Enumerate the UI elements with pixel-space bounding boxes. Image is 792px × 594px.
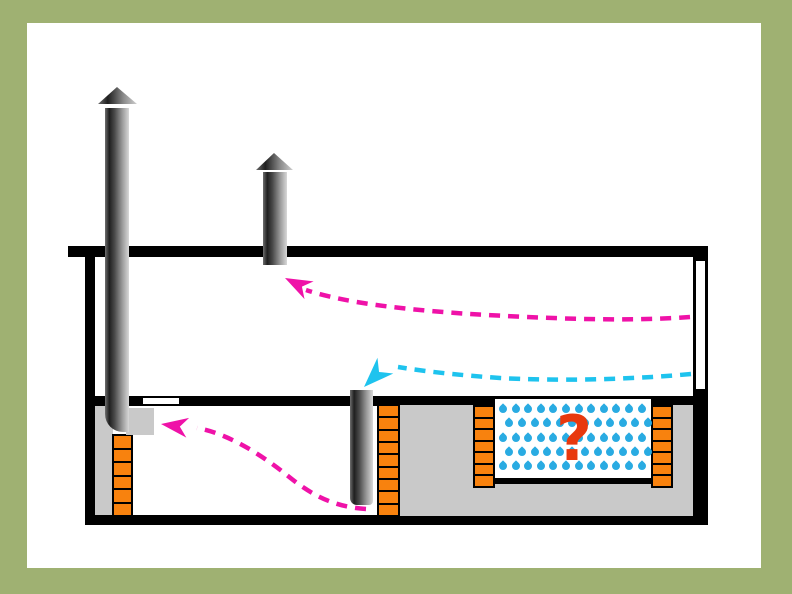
brick [475,453,493,463]
brick [114,449,131,461]
water-droplet-icon [623,431,635,444]
brick [653,430,671,440]
water-droplet-icon [516,417,528,429]
brick [379,504,398,515]
brick [475,464,493,475]
duct-side-brick-column [377,404,400,517]
water-droplet-icon [535,460,547,472]
roof-vent-pipe [263,172,287,265]
water-droplet-icon [497,460,509,472]
moisture-bed-floor-line [491,478,655,484]
water-droplet-icon [610,431,623,444]
water-droplet-icon [509,403,522,415]
water-droplet-icon [623,460,635,472]
brick [114,490,131,502]
brick [653,453,671,463]
water-droplet-icon [497,431,509,444]
water-droplet-icon [535,403,547,415]
water-droplet-icon [522,403,534,415]
water-droplet-icon [635,403,648,415]
water-droplet-icon [623,403,635,415]
moisture-bed-left-brick-column [473,405,495,488]
brick [379,418,398,429]
moisture-bed-right-brick-column [651,405,673,488]
basement-duct-pipe [350,390,373,505]
water-droplet-icon [617,417,629,429]
brick [379,455,398,466]
basement-floor-line [85,515,708,525]
water-droplet-icon [629,446,641,458]
brick [379,479,398,491]
water-droplet-icon [503,417,515,429]
water-droplet-icon [516,446,528,458]
brick [379,467,398,478]
floor-vent-slot [141,396,181,406]
roof-line [68,246,708,257]
water-droplet-icon [522,431,534,444]
brick [379,442,398,454]
question-mark: ? [556,402,592,475]
chimney-inlet-box [126,408,154,435]
brick [114,503,131,515]
brick [653,464,671,475]
right-wall-vent-channel [696,261,705,389]
water-droplet-icon [509,431,522,444]
water-droplet-icon [497,403,509,415]
brick [114,476,131,488]
water-droplet-icon [528,446,541,458]
water-droplet-icon [528,417,541,429]
water-droplet-icon [635,460,648,472]
brick [653,407,671,417]
brick [114,436,131,448]
brick [475,476,493,487]
tall-chimney-pipe [105,108,129,432]
water-droplet-icon [522,460,534,472]
water-droplet-icon [509,460,522,472]
water-droplet-icon [635,431,648,444]
brick [475,418,493,429]
floor-opening-above-moisture-bed [495,399,651,406]
brick [379,406,398,417]
foundation-strip [95,406,113,515]
brick [379,430,398,441]
water-droplet-icon [610,460,623,472]
brick [475,407,493,417]
water-droplet-icon [503,446,515,458]
brick [653,476,671,487]
water-droplet-icon [629,417,641,429]
water-droplet-icon [610,403,623,415]
brick [475,441,493,452]
brick [653,441,671,452]
brick [475,430,493,440]
water-droplet-icon [617,446,629,458]
water-droplet-icon [535,431,547,444]
brick [379,492,398,503]
brick [653,418,671,429]
water-droplet-icon [604,446,616,458]
attic-floor-line [95,396,693,406]
water-droplet-icon [604,417,616,429]
brick [114,463,131,475]
chimney-inlet-brick-column [112,434,133,517]
left-wall [85,252,95,525]
